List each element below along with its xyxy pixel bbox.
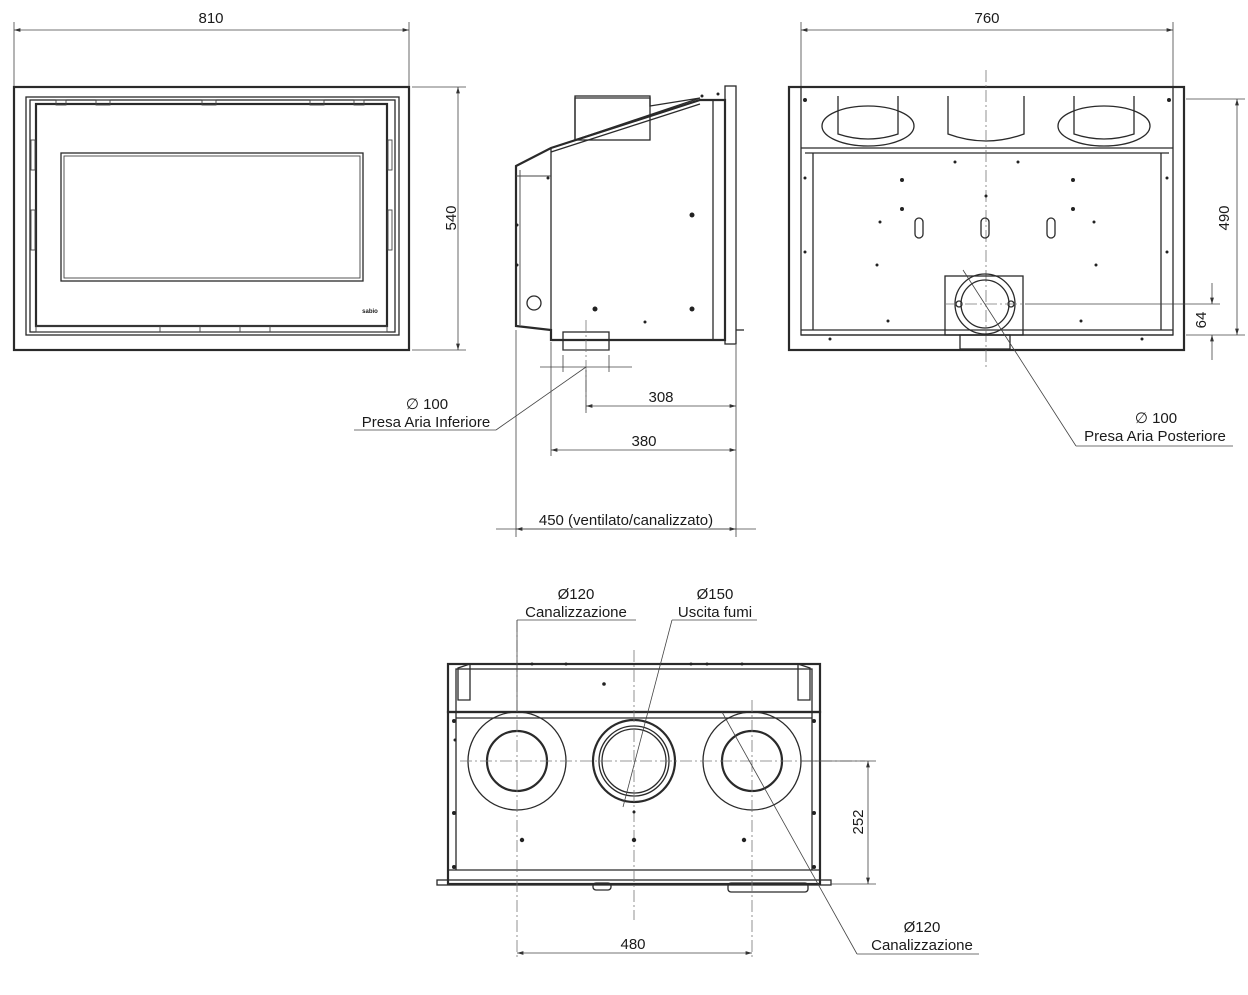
front-view: 810 540 sabio (12, 10, 466, 352)
side-inlet-label: Presa Aria Inferiore (362, 414, 490, 431)
rear-height-label: 490 (1216, 205, 1233, 230)
top-right-duct-diameter: Ø120 (904, 919, 941, 936)
rear-offset-label: 64 (1193, 312, 1210, 329)
front-width-label: 810 (198, 10, 223, 27)
front-height-label: 540 (443, 205, 460, 230)
side-view: ∅ 100 Presa Aria Inferiore 308 380 450 (… (354, 85, 756, 537)
top-flue-label: Uscita fumi (678, 604, 752, 621)
dim-308-label: 308 (648, 389, 673, 406)
top-view: Ø120 Canalizzazione Ø150 Uscita fumi Ø12… (436, 586, 979, 960)
top-right-duct-label: Canalizzazione (871, 937, 973, 954)
rear-width-label: 760 (974, 10, 999, 27)
dim-450-label: 450 (ventilato/canalizzato) (539, 512, 713, 529)
top-flue-diameter: Ø150 (697, 586, 734, 603)
rear-view: 760 (787, 10, 1245, 447)
front-logo-text: sabio (362, 309, 378, 315)
side-inlet-diameter: ∅ 100 (406, 396, 448, 413)
top-left-duct-label: Canalizzazione (525, 604, 627, 621)
rear-inlet-label: Presa Aria Posteriore (1084, 428, 1226, 445)
top-spacing-label: 480 (620, 936, 645, 953)
top-left-duct-diameter: Ø120 (558, 586, 595, 603)
dim-380-label: 380 (631, 433, 656, 450)
rear-inlet-diameter: ∅ 100 (1135, 410, 1177, 427)
top-depth-label: 252 (850, 809, 867, 834)
